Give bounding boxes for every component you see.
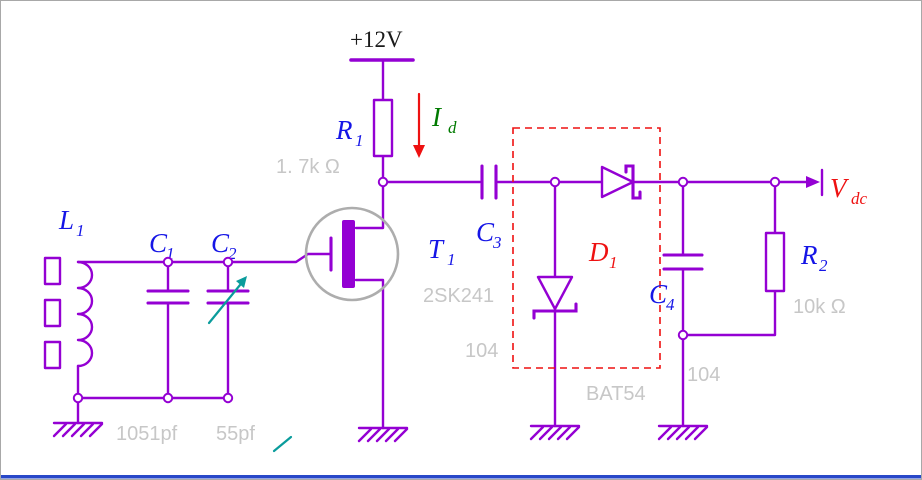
- t1-subscript: 1: [447, 250, 456, 269]
- r1-value: 1. 7k Ω: [276, 156, 340, 178]
- schottky-cathode-bar: [624, 164, 642, 200]
- r1-subscript: 1: [355, 131, 364, 150]
- c2-value: 55pf: [216, 423, 255, 445]
- t1-transistor: [304, 206, 400, 302]
- c2-arrow-shaft: [207, 283, 242, 325]
- schottky-cathode-bar: [532, 302, 578, 320]
- junction-node: [162, 256, 174, 268]
- c2-capacitor-plates: [206, 289, 250, 305]
- c3-subscript: 3: [492, 233, 502, 252]
- diode-triangle: [536, 275, 574, 311]
- c4-value: 104: [687, 364, 720, 386]
- d1-label: D: [588, 237, 609, 267]
- junction-node: [377, 176, 389, 188]
- junction-node: [769, 176, 781, 188]
- c2-variable-arrow: [207, 276, 247, 325]
- junction-node: [549, 176, 561, 188]
- annotation-tick: [272, 435, 293, 453]
- c2-subscript: 2: [228, 244, 237, 263]
- drain-current-arrow: [413, 92, 425, 158]
- l1-core-slug: [43, 340, 62, 370]
- t1-channel-bar: [342, 220, 355, 288]
- output-arrowhead: [806, 176, 820, 188]
- l1-subscript: 1: [76, 221, 85, 240]
- l1-inductor-coil: [76, 260, 94, 368]
- c1-value: 1051pf: [116, 423, 178, 445]
- ground-symbol: [357, 426, 409, 443]
- junction-node: [72, 392, 84, 404]
- r2-resistor-body: [764, 231, 786, 293]
- d1-series-diode: [600, 164, 642, 200]
- d1-value: BAT54: [586, 383, 646, 405]
- c1-capacitor-plates: [146, 289, 190, 305]
- c2-arrowhead: [236, 276, 247, 288]
- diode-triangle: [600, 165, 635, 199]
- ground-symbol: [529, 424, 581, 441]
- t1-body-circle: [304, 206, 400, 302]
- c3-value: 104: [465, 340, 498, 362]
- id-subscript: d: [448, 118, 457, 137]
- d1-subscript: 1: [609, 253, 618, 272]
- l1-core-slug: [43, 256, 62, 286]
- r1-resistor-body: [372, 98, 394, 158]
- t1-value: 2SK241: [423, 285, 494, 307]
- c2-label: C: [211, 228, 230, 258]
- vdc-label: V: [830, 173, 850, 203]
- c3-capacitor-plates: [480, 164, 498, 200]
- c4-label: C: [649, 279, 668, 309]
- junction-node: [677, 329, 689, 341]
- d1-dashed-outline: [512, 127, 661, 369]
- c1-subscript: 1: [166, 244, 175, 263]
- c4-capacitor-plates: [662, 253, 704, 271]
- ground-symbol: [52, 421, 104, 438]
- junction-node: [222, 256, 234, 268]
- c4-subscript: 4: [666, 295, 675, 314]
- r2-label: R: [800, 240, 818, 270]
- l1-core-slug: [43, 298, 62, 328]
- junction-node: [222, 392, 234, 404]
- d1-shunt-diode: [532, 275, 578, 320]
- r2-subscript: 2: [819, 256, 828, 275]
- current-arrowhead: [413, 145, 425, 158]
- l1-label: L: [58, 205, 74, 235]
- c1-label: C: [149, 228, 168, 258]
- id-label: I: [431, 102, 443, 132]
- supply-label: +12V: [350, 27, 403, 52]
- c3-label: C: [476, 217, 495, 247]
- vdc-subscript: dc: [851, 189, 868, 208]
- bottom-border: [1, 475, 921, 479]
- junction-node: [162, 392, 174, 404]
- r2-value: 10k Ω: [793, 296, 846, 318]
- junction-node: [677, 176, 689, 188]
- ground-symbol: [657, 424, 709, 441]
- r1-label: R: [335, 115, 353, 145]
- t1-label: T: [428, 234, 445, 264]
